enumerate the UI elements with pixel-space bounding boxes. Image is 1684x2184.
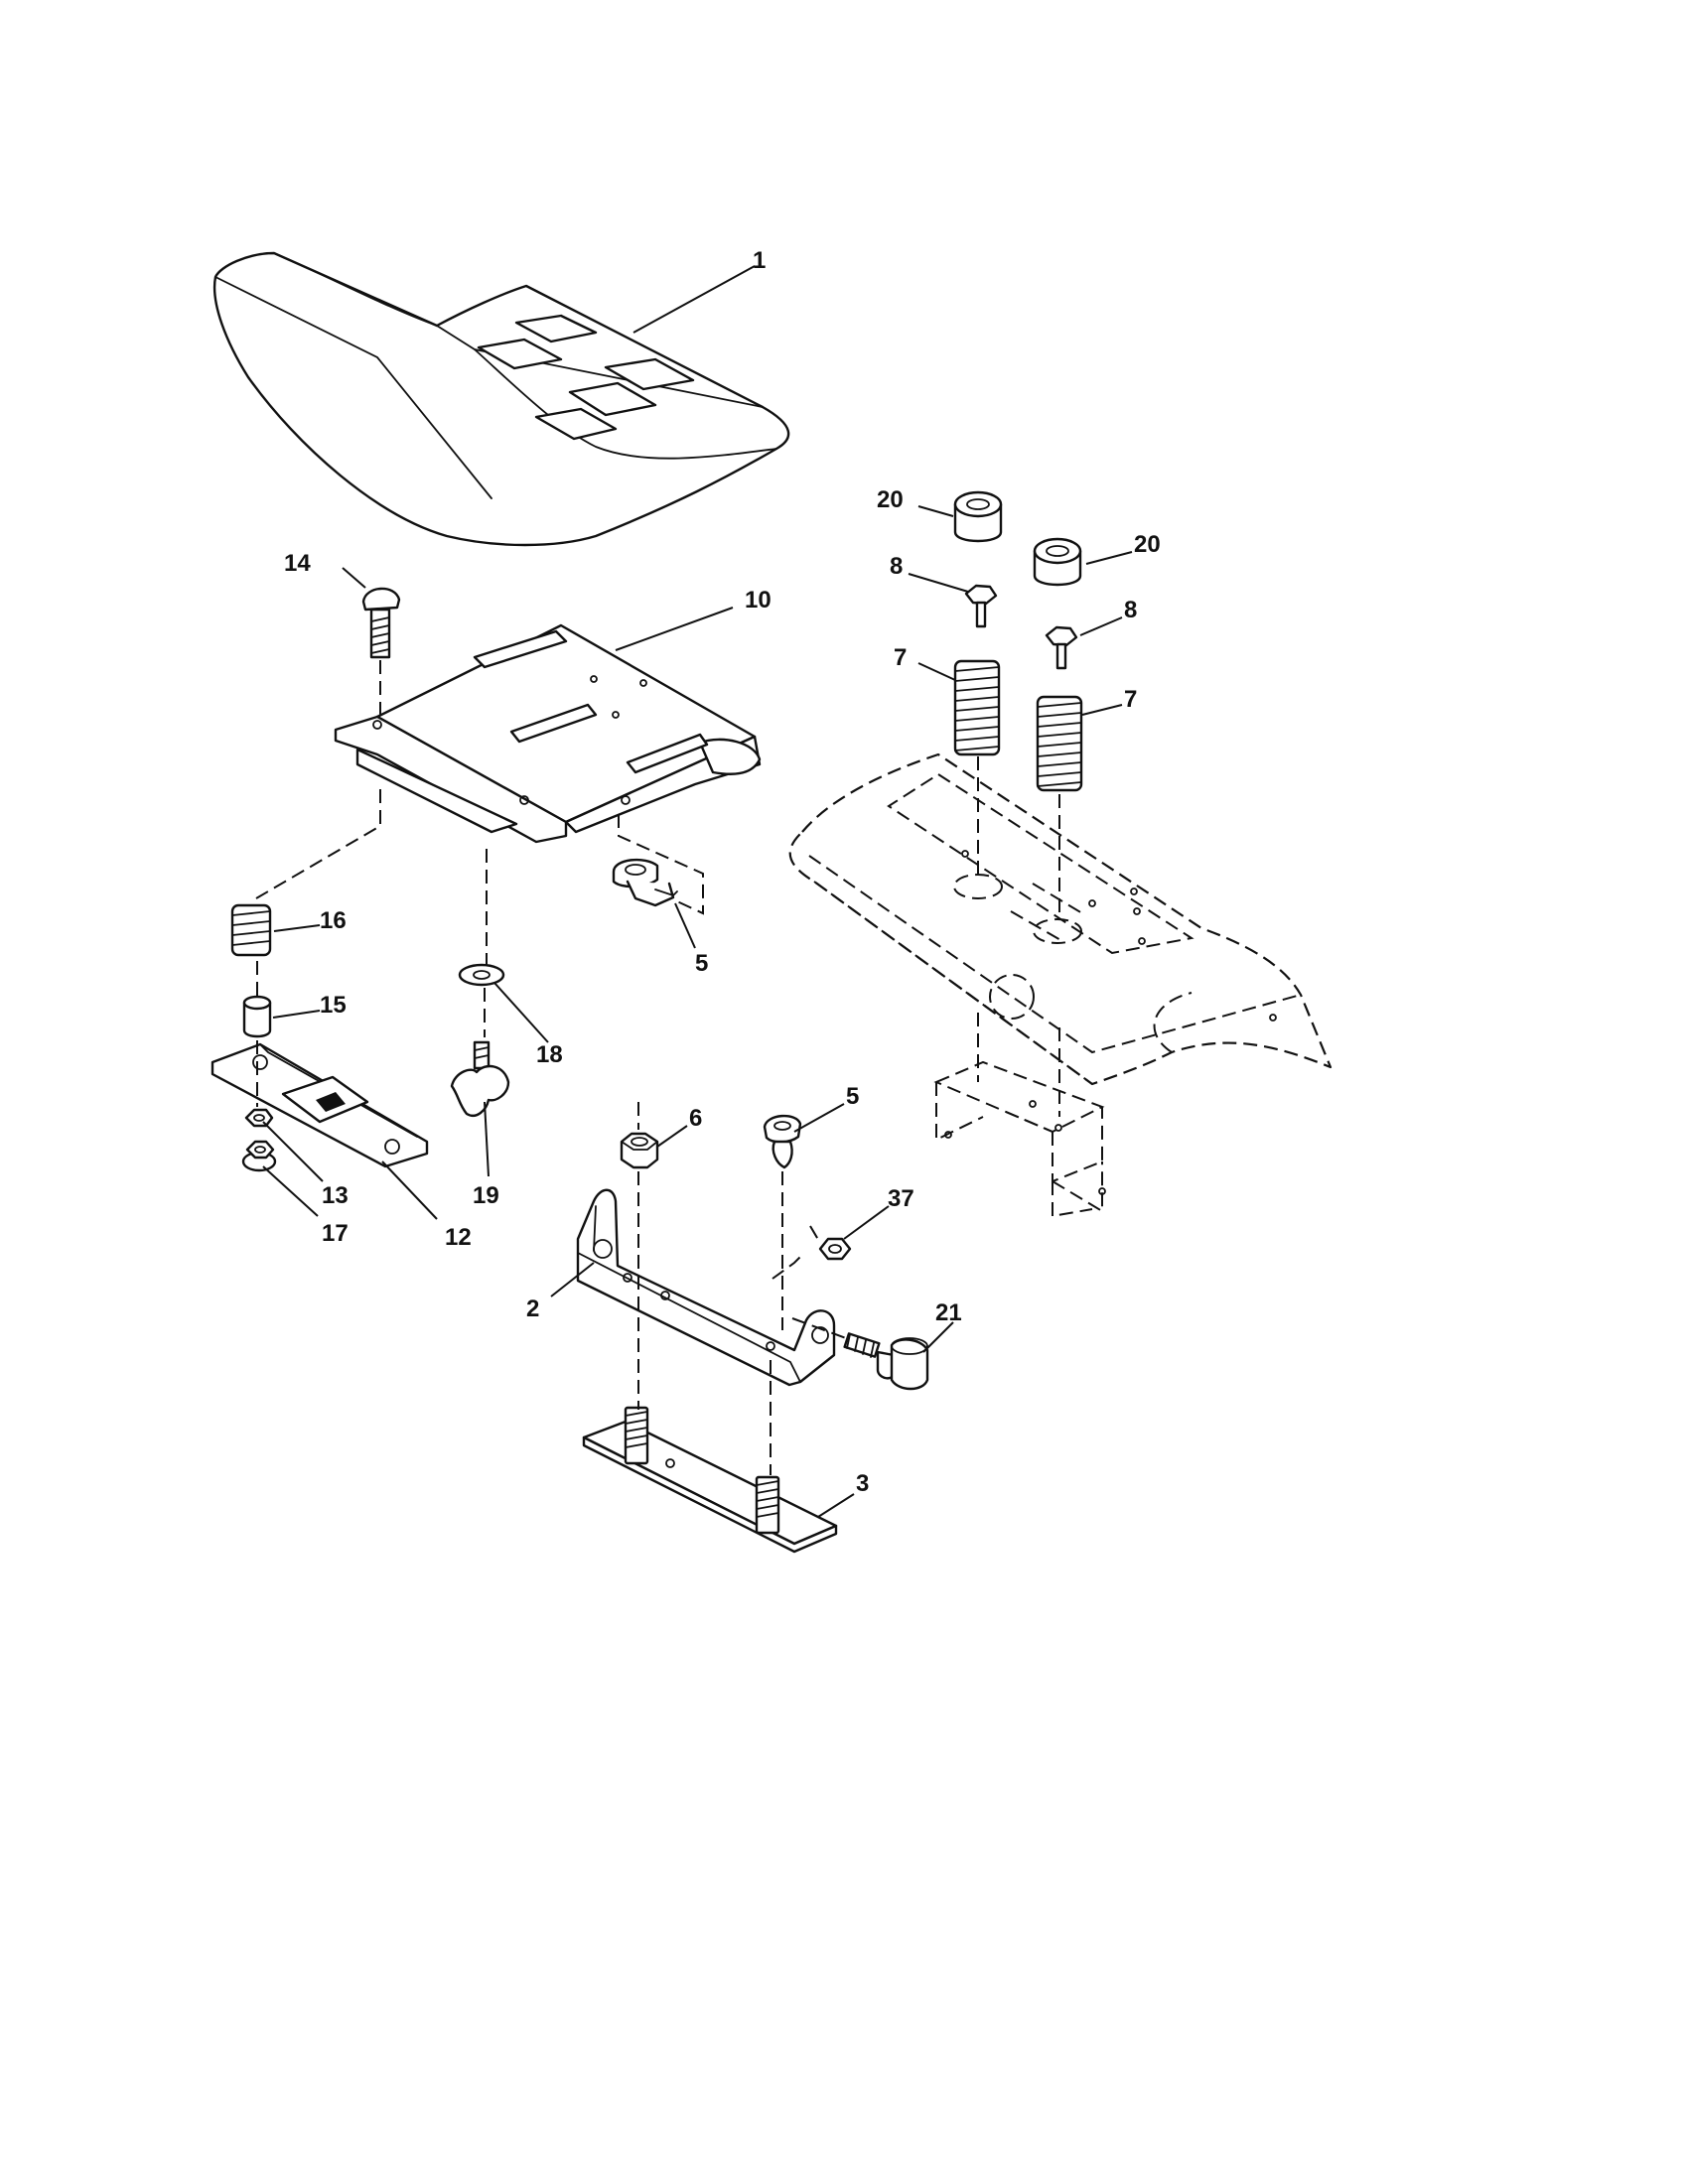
assembly-lines [255,660,1060,1475]
small-spring [230,903,272,957]
callout-1: 1 [753,247,766,274]
spacer-left [953,490,1003,543]
callout-14: 14 [284,550,311,577]
spacer-right [1033,537,1082,587]
clip-lower [763,1114,802,1169]
leader-lines [262,265,1133,1518]
callout-20: 20 [877,486,904,513]
spring-left [953,659,1001,756]
seat-hinge-bracket [576,1188,836,1387]
adjustment-plate [210,1042,429,1168]
callout-7: 7 [1124,686,1137,713]
spring-right [1036,695,1083,792]
screw-right [1045,625,1078,670]
screw-left [964,584,998,628]
callout-labels: 1 20 20 14 10 8 8 7 7 16 5 15 18 6 5 13 … [284,247,1161,1497]
callout-5: 5 [695,950,708,977]
frame-bracket-dashed [933,1060,1106,1218]
callout-5: 5 [846,1083,859,1110]
fender-reference-dashed [788,752,1333,1086]
callout-3: 3 [856,1470,869,1497]
callout-20: 20 [1134,531,1161,558]
callout-37: 37 [888,1185,914,1212]
bushing [242,995,272,1038]
callout-8: 8 [890,553,903,580]
shoulder-bolt [843,1332,929,1391]
hex-nut-6 [620,1132,659,1169]
callout-15: 15 [320,992,347,1019]
callout-17: 17 [322,1220,349,1247]
mounting-plate [582,1406,838,1554]
callout-12: 12 [445,1224,472,1251]
flange-nut [241,1140,277,1172]
callout-10: 10 [745,587,772,614]
carriage-bolt [361,587,401,659]
callout-2: 2 [526,1296,539,1322]
callout-13: 13 [322,1182,349,1209]
seat-pan [334,623,762,844]
callout-21: 21 [935,1299,962,1326]
callout-16: 16 [320,907,347,934]
callout-6: 6 [689,1105,702,1132]
callout-19: 19 [473,1182,499,1209]
callout-8: 8 [1124,597,1137,623]
callout-7: 7 [894,644,907,671]
nut-13 [244,1108,274,1128]
clip-upper [612,858,678,907]
washer [458,963,505,987]
hex-nut-37 [818,1237,852,1261]
seat [212,251,790,547]
callout-18: 18 [536,1041,563,1068]
wing-knob [450,1040,510,1117]
